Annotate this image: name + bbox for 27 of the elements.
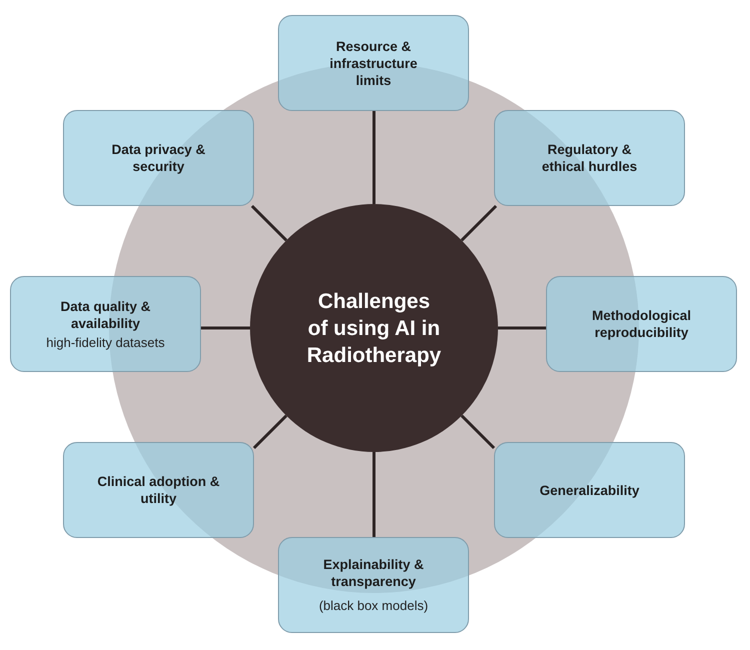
connector-line: [460, 204, 498, 242]
challenge-box: [494, 442, 685, 538]
hub-title: Challenges of using AI in Radiotherapy: [306, 288, 442, 368]
connector-line: [372, 111, 376, 204]
connector-line: [498, 326, 546, 330]
challenge-box: [63, 110, 254, 206]
challenge-note: (black box models): [318, 598, 428, 614]
challenge-title: Resource & infrastructure limits: [328, 38, 418, 88]
challenge-title: Data quality & availability: [59, 298, 152, 332]
challenge-title: Explainability & transparency: [322, 556, 425, 590]
challenge-title: Clinical adoption & utility: [96, 473, 221, 507]
challenge-title: Methodological reproducibility: [591, 307, 692, 341]
challenge-box: [63, 442, 254, 538]
connector-line: [460, 414, 496, 450]
challenge-box: [494, 110, 685, 206]
connector-line: [250, 204, 288, 242]
challenge-title: Regulatory & ethical hurdles: [540, 141, 638, 175]
connector-line: [201, 326, 250, 330]
connector-line: [372, 452, 376, 537]
challenge-note: high-fidelity datasets: [46, 334, 165, 350]
challenge-box: [10, 276, 201, 372]
challenge-box: [278, 15, 469, 111]
challenge-title: Generalizability: [540, 482, 640, 498]
challenge-box: [278, 537, 469, 633]
challenge-box: [546, 276, 737, 372]
challenge-title: Data privacy & security: [110, 141, 206, 175]
connector-line: [252, 414, 288, 450]
